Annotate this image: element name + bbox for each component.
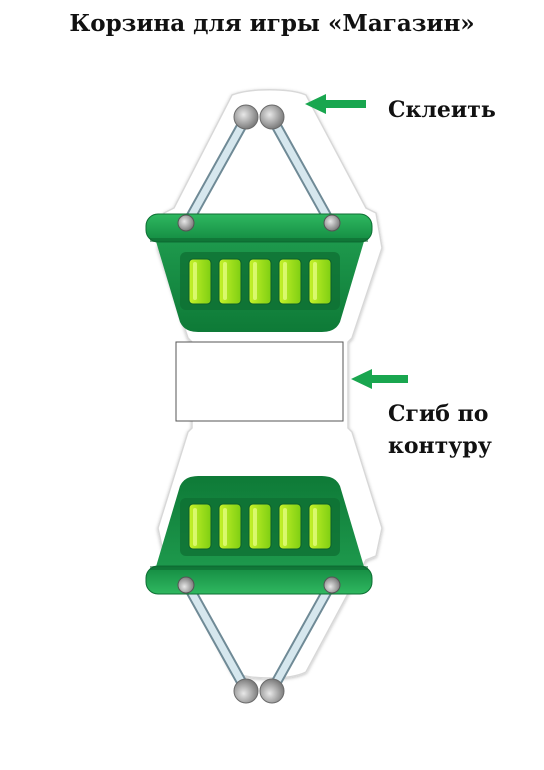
arrow-fold-icon [351, 369, 408, 389]
basket-top [145, 104, 373, 332]
basket-bottom [145, 476, 373, 704]
basket-top-slots [188, 258, 332, 305]
arrow-glue-icon [305, 94, 366, 114]
fold-label: Сгиб по контуру [388, 398, 492, 462]
basket-bottom-handle [182, 580, 336, 704]
fold-area [175, 341, 344, 422]
basket-top-handle [182, 104, 336, 228]
fold-label-line1: Сгиб по [388, 401, 489, 427]
glue-label: Склеить [388, 97, 496, 123]
page-title: Корзина для игры «Магазин» [69, 10, 475, 37]
fold-label-line2: контуру [388, 433, 492, 459]
basket-bottom-slots [188, 503, 332, 550]
